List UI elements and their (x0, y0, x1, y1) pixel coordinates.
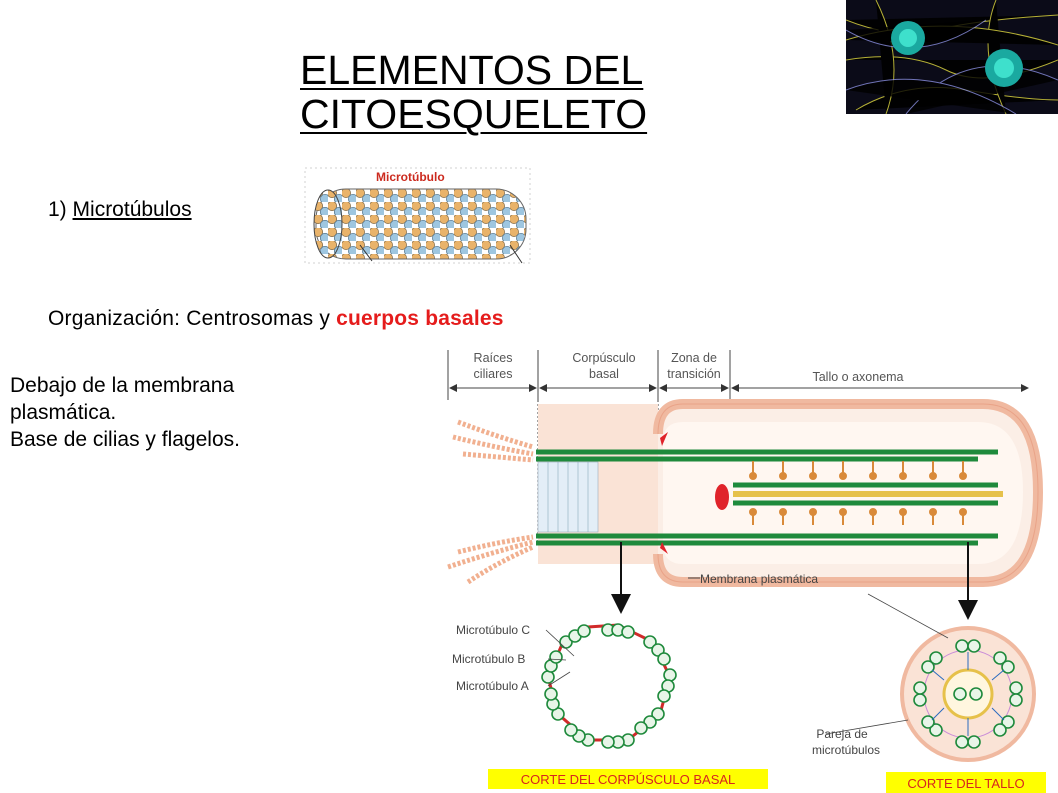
header-transition-1: Zona de (671, 351, 717, 365)
caption-basal: CORTE DEL CORPÚSCULO BASAL (521, 772, 736, 787)
header-transition-2: transición (667, 367, 721, 381)
title-line-2: CITOESQUELETO (300, 91, 648, 137)
header-axoneme: Tallo o axonema (812, 370, 903, 384)
header-roots-1: Raíces (474, 351, 513, 365)
header-basal-1: Corpúsculo (572, 351, 635, 365)
basal-body-diagram: Raíces ciliares Corpúsculo basal Zona de… (447, 350, 1046, 793)
item-number: 1) (48, 198, 67, 221)
header-basal-2: basal (589, 367, 619, 381)
organization-highlight: cuerpos basales (336, 307, 504, 330)
location-note: Debajo de la membrana plasmática. Base d… (10, 372, 240, 453)
note-line-2: plasmática. (10, 401, 117, 424)
microtubule-label: Microtúbulo (376, 170, 445, 184)
membrane-label: Membrana plasmática (700, 572, 818, 586)
title-line-1: ELEMENTOS DEL (300, 47, 644, 93)
pair-label-1: Pareja de (816, 727, 868, 741)
note-line-1: Debajo de la membrana (10, 374, 235, 397)
pair-label-2: microtúbulos (812, 743, 880, 757)
caption-stalk: CORTE DEL TALLO (907, 776, 1024, 791)
label-microtubule-c: Microtúbulo C (456, 623, 530, 637)
fluorescent-cells-photo (846, 0, 1058, 114)
organization-line: Organización: Centrosomas y cuerpos basa… (48, 307, 504, 331)
label-microtubule-b: Microtúbulo B (452, 652, 525, 666)
stalk-cross-section (900, 626, 1036, 762)
item-label: Microtúbulos (72, 198, 192, 221)
note-line-3: Base de cilias y flagelos. (10, 428, 240, 451)
microtubule-illustration: Microtúbulo (304, 167, 531, 264)
list-item-microtubules: 1) Microtúbulos (48, 198, 192, 222)
organization-prefix: Organización: Centrosomas y (48, 307, 331, 330)
slide-title: ELEMENTOS DEL CITOESQUELETO (300, 48, 647, 136)
label-microtubule-a: Microtúbulo A (456, 679, 529, 693)
basal-cross-section (541, 623, 677, 749)
header-roots-2: ciliares (474, 367, 513, 381)
